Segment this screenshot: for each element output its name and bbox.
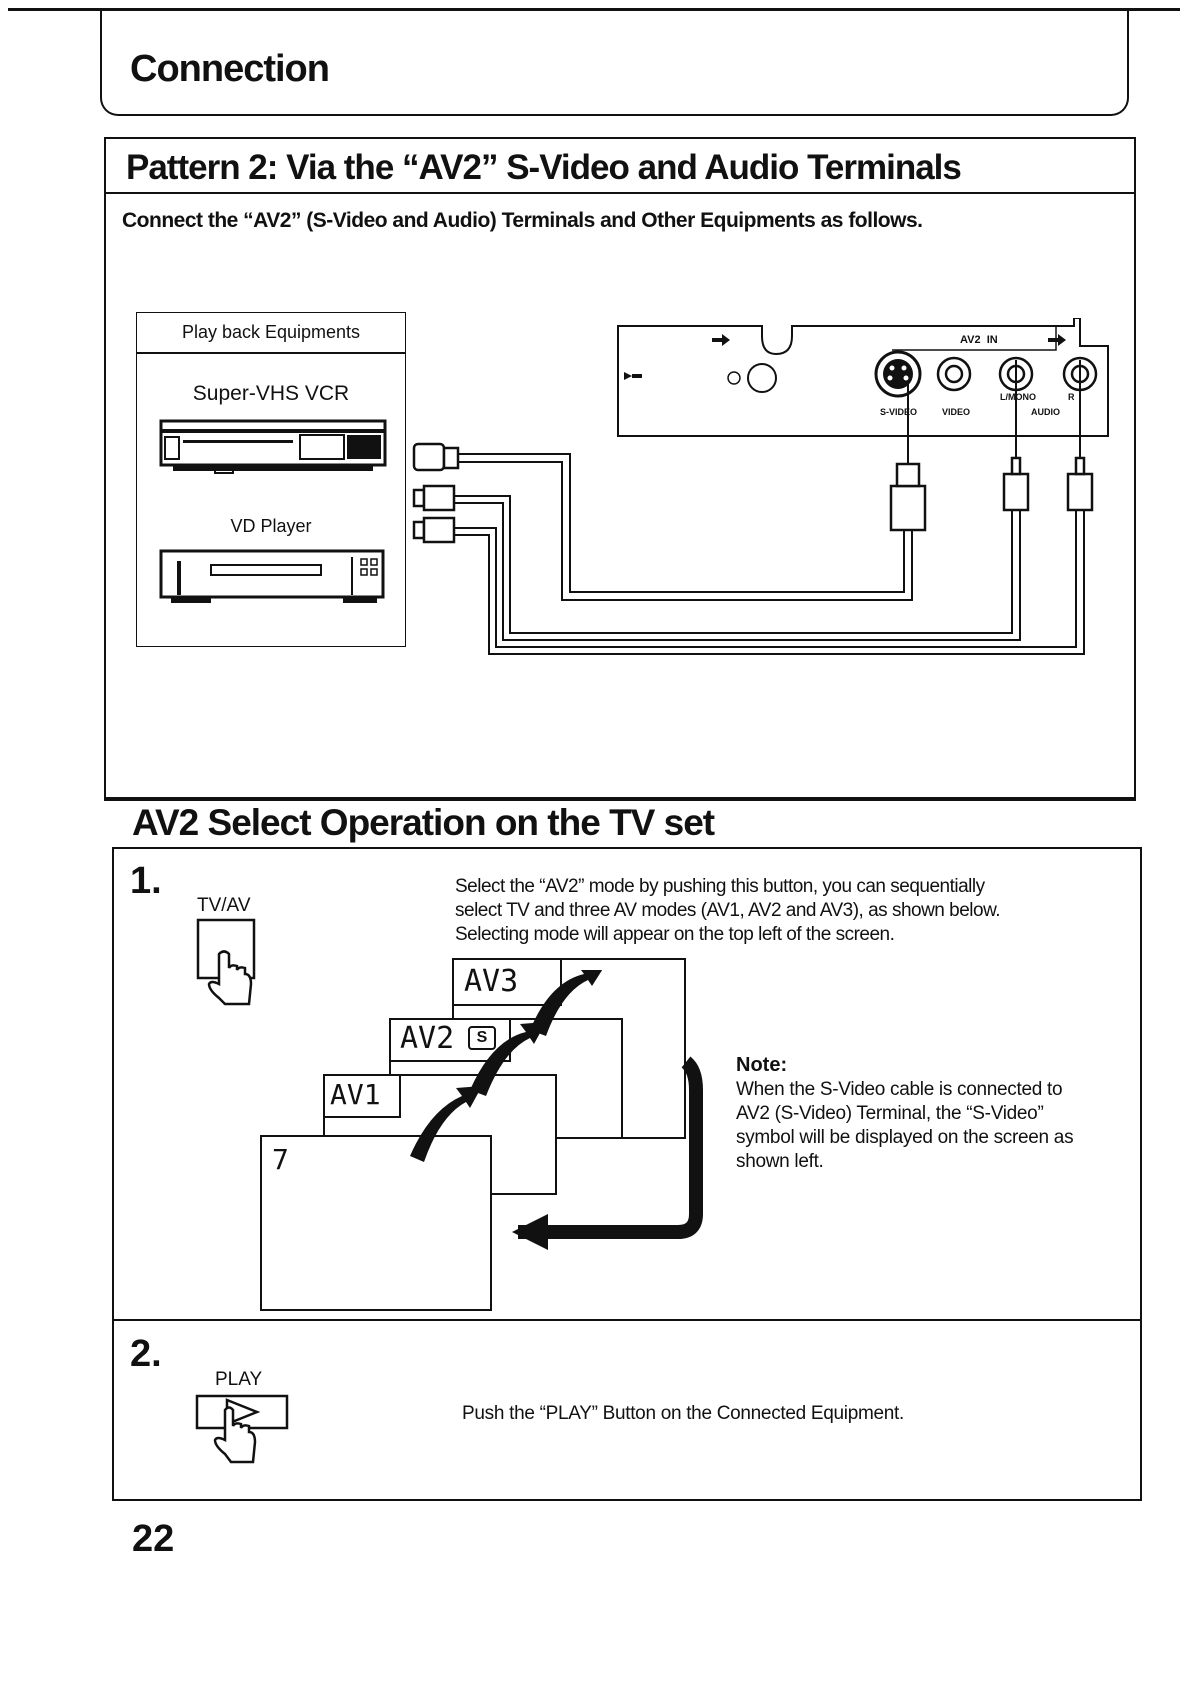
lmono-terminal-label: L/MONO bbox=[1000, 392, 1036, 402]
screen-tv-channel: 7 bbox=[272, 1143, 289, 1176]
screen-av3-label: AV3 bbox=[464, 964, 519, 999]
step1-text-line2: select TV and three AV modes (AV1, AV2 a… bbox=[455, 900, 1001, 921]
video-terminal-label: VIDEO bbox=[942, 407, 971, 417]
page-title: Connection bbox=[130, 48, 330, 90]
screen-av1-label: AV1 bbox=[330, 1078, 381, 1111]
play-button-label: PLAY bbox=[215, 1369, 263, 1390]
screen-av2-label: AV2 bbox=[400, 1021, 455, 1056]
hand-pointer-icon bbox=[213, 1406, 257, 1464]
note-line3: symbol will be displayed on the screen a… bbox=[736, 1127, 1074, 1148]
equipment-box bbox=[136, 312, 406, 647]
mode-arrows bbox=[410, 970, 703, 1250]
step1-text-line1: Select the “AV2” mode by pushing this bu… bbox=[455, 876, 985, 897]
header-tab bbox=[100, 10, 1129, 116]
svhs-vcr-label: Super-VHS VCR bbox=[192, 382, 350, 405]
note-line2: AV2 (S-Video) Terminal, the “S-Video” bbox=[736, 1103, 1044, 1124]
tv-back-panel bbox=[617, 318, 1109, 437]
tvav-button-label: TV/AV bbox=[197, 895, 251, 916]
av2-in-label: AV2 IN bbox=[960, 334, 998, 346]
vd-player-label: VD Player bbox=[230, 516, 312, 536]
page-top-rule bbox=[8, 8, 1180, 11]
hand-pointer-icon bbox=[207, 950, 253, 1006]
page-number: 22 bbox=[132, 1518, 175, 1560]
select-section-rule bbox=[104, 797, 1134, 799]
screen-av1-labelbox bbox=[323, 1074, 401, 1118]
svideo-plug-left bbox=[412, 442, 460, 472]
select-section-title: AV2 Select Operation on the TV set bbox=[132, 802, 715, 843]
note-line4: shown left. bbox=[736, 1151, 824, 1172]
r-terminal-label: R bbox=[1068, 392, 1075, 402]
audio-terminal-label: AUDIO bbox=[1031, 407, 1060, 417]
step1-text-line3: Selecting mode will appear on the top le… bbox=[455, 924, 895, 945]
svideo-symbol-icon: S bbox=[468, 1026, 496, 1050]
equipment-box-title: Play back Equipments bbox=[181, 322, 361, 342]
cable-diagram bbox=[412, 360, 1094, 655]
equipment-box-rule bbox=[136, 352, 406, 354]
note-title: Note: bbox=[736, 1054, 788, 1076]
step2-text: Push the “PLAY” Button on the Connected … bbox=[462, 1403, 904, 1424]
screen-av3-labelbox bbox=[452, 958, 562, 1006]
step1-number: 1. bbox=[130, 860, 162, 902]
pattern-frame bbox=[104, 137, 1136, 801]
tvav-button[interactable] bbox=[193, 918, 263, 1008]
play-button[interactable] bbox=[193, 1392, 293, 1472]
screen-tv bbox=[260, 1135, 492, 1311]
step2-number: 2. bbox=[130, 1333, 162, 1375]
step2-frame bbox=[112, 1319, 1142, 1501]
step1-frame bbox=[112, 847, 1142, 1321]
svideo-symbol-text: S bbox=[476, 1029, 488, 1046]
vd-player-icon bbox=[159, 549, 385, 603]
svideo-terminal-label: S-VIDEO bbox=[880, 407, 918, 417]
pattern-title: Pattern 2: Via the “AV2” S-Video and Aud… bbox=[126, 148, 962, 187]
note-line1: When the S-Video cable is connected to bbox=[736, 1079, 1063, 1100]
vcr-icon bbox=[159, 419, 387, 474]
pattern-title-rule bbox=[104, 192, 1134, 194]
pattern-subtitle: Connect the “AV2” (S-Video and Audio) Te… bbox=[122, 209, 923, 232]
